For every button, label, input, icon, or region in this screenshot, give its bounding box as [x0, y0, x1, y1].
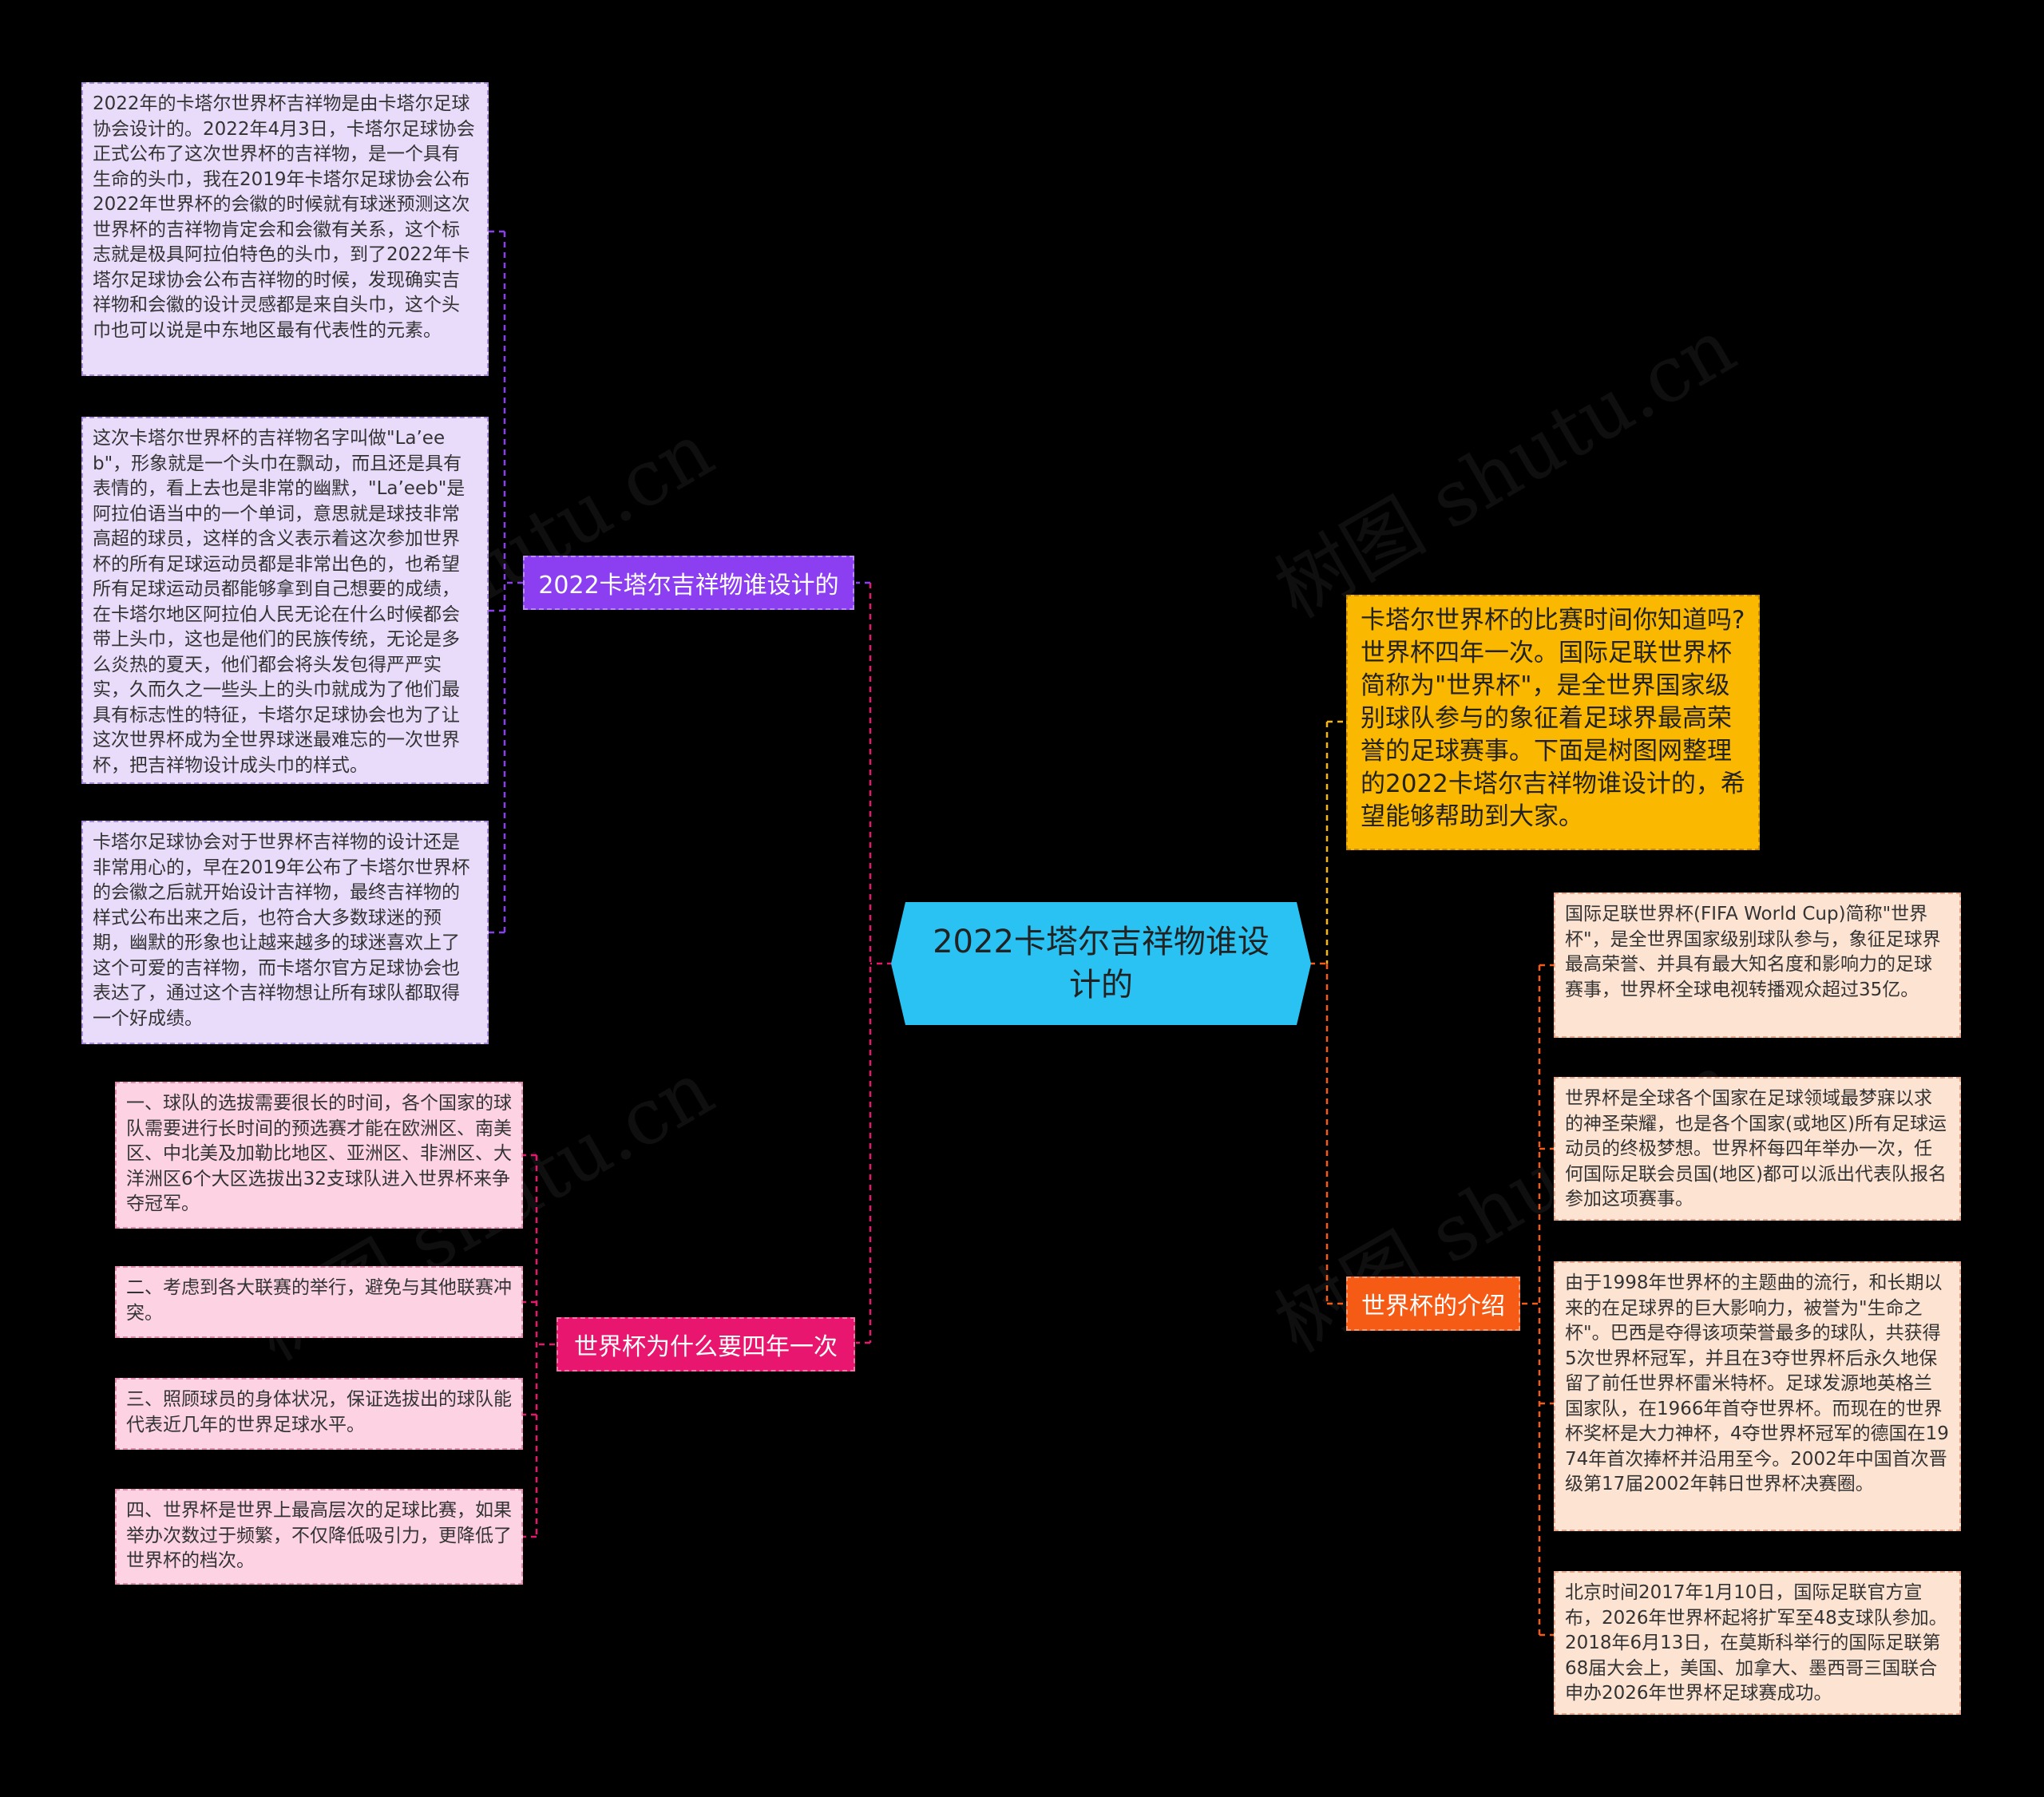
design-leaf-3[interactable]: 卡塔尔足球协会对于世界杯吉祥物的设计还是非常用心的，早在2019年公布了卡塔尔世… — [81, 821, 489, 1044]
root-topic-label: 2022卡塔尔吉祥物谁设计的 — [933, 924, 1270, 1003]
four-years-leaf-4[interactable]: 四、世界杯是世界上最高层次的足球比赛，如果举办次数过于频繁，不仅降低吸引力，更降… — [115, 1489, 523, 1585]
four-years-leaf-4-text: 四、世界杯是世界上最高层次的足球比赛，如果举办次数过于频繁，不仅降低吸引力，更降… — [126, 1500, 512, 1571]
four-years-leaf-1-text: 一、球队的选拔需要很长的时间，各个国家的球队需要进行长时间的预选赛才能在欧洲区、… — [126, 1093, 512, 1214]
four-years-leaf-2[interactable]: 二、考虑到各大联赛的举行，避免与其他联赛冲突。 — [115, 1266, 523, 1338]
branch-wc-intro[interactable]: 世界杯的介绍 — [1346, 1277, 1520, 1331]
four-years-leaf-1[interactable]: 一、球队的选拔需要很长的时间，各个国家的球队需要进行长时间的预选赛才能在欧洲区、… — [115, 1082, 523, 1229]
wc-intro-leaf-3[interactable]: 由于1998年世界杯的主题曲的流行，和长期以来的在足球界的巨大影响力，被誉为"生… — [1554, 1261, 1961, 1531]
root-topic[interactable]: 2022卡塔尔吉祥物谁设计的 — [891, 902, 1311, 1025]
four-years-leaf-2-text: 二、考虑到各大联赛的举行，避免与其他联赛冲突。 — [126, 1277, 512, 1324]
wc-intro-leaf-1-text: 国际足联世界杯(FIFA World Cup)简称"世界杯"，是全世界国家级别球… — [1565, 904, 1941, 1000]
design-leaf-1-text: 2022年的卡塔尔世界杯吉祥物是由卡塔尔足球协会设计的。2022年4月3日，卡塔… — [93, 93, 475, 341]
branch-design-label: 2022卡塔尔吉祥物谁设计的 — [538, 572, 839, 600]
design-leaf-2-text: 这次卡塔尔世界杯的吉祥物名字叫做"La’eeb"，形象就是一个头巾在飘动，而且还… — [93, 428, 465, 776]
wc-intro-leaf-4-text: 北京时间2017年1月10日，国际足联官方宣布，2026年世界杯起将扩军至48支… — [1565, 1582, 1947, 1704]
wc-intro-leaf-2-text: 世界杯是全球各个国家在足球领域最梦寐以求的神圣荣耀，也是各个国家(或地区)所有足… — [1565, 1088, 1947, 1209]
wc-intro-leaf-3-text: 由于1998年世界杯的主题曲的流行，和长期以来的在足球界的巨大影响力，被誉为"生… — [1565, 1273, 1949, 1494]
wc-intro-leaf-1[interactable]: 国际足联世界杯(FIFA World Cup)简称"世界杯"，是全世界国家级别球… — [1554, 893, 1961, 1038]
branch-design[interactable]: 2022卡塔尔吉祥物谁设计的 — [523, 556, 854, 610]
intro-topic[interactable]: 卡塔尔世界杯的比赛时间你知道吗?世界杯四年一次。国际足联世界杯简称为"世界杯"，… — [1346, 595, 1760, 850]
design-leaf-1[interactable]: 2022年的卡塔尔世界杯吉祥物是由卡塔尔足球协会设计的。2022年4月3日，卡塔… — [81, 82, 489, 376]
design-leaf-2[interactable]: 这次卡塔尔世界杯的吉祥物名字叫做"La’eeb"，形象就是一个头巾在飘动，而且还… — [81, 417, 489, 784]
branch-four-years-label: 世界杯为什么要四年一次 — [574, 1333, 838, 1361]
wc-intro-leaf-2[interactable]: 世界杯是全球各个国家在足球领域最梦寐以求的神圣荣耀，也是各个国家(或地区)所有足… — [1554, 1077, 1961, 1221]
four-years-leaf-3[interactable]: 三、照顾球员的身体状况，保证选拔出的球队能代表近几年的世界足球水平。 — [115, 1378, 523, 1450]
four-years-leaf-3-text: 三、照顾球员的身体状况，保证选拔出的球队能代表近几年的世界足球水平。 — [126, 1389, 512, 1435]
branch-four-years[interactable]: 世界杯为什么要四年一次 — [557, 1317, 855, 1371]
wc-intro-leaf-4[interactable]: 北京时间2017年1月10日，国际足联官方宣布，2026年世界杯起将扩军至48支… — [1554, 1571, 1961, 1715]
design-leaf-3-text: 卡塔尔足球协会对于世界杯吉祥物的设计还是非常用心的，早在2019年公布了卡塔尔世… — [93, 832, 470, 1029]
intro-text: 卡塔尔世界杯的比赛时间你知道吗?世界杯四年一次。国际足联世界杯简称为"世界杯"，… — [1361, 606, 1745, 831]
branch-wc-intro-label: 世界杯的介绍 — [1361, 1292, 1505, 1320]
